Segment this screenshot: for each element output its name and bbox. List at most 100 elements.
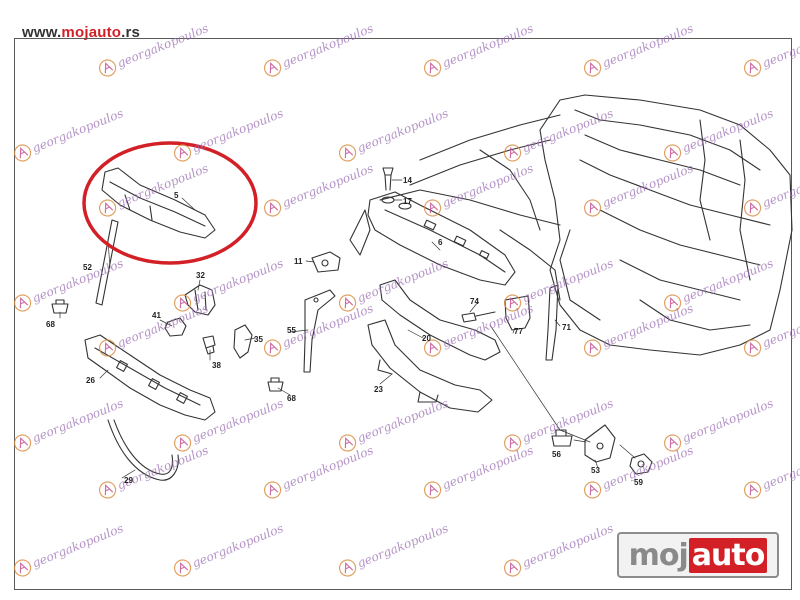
watermark-emblem-icon <box>503 559 522 577</box>
watermark-emblem-icon <box>503 294 522 312</box>
watermark-emblem-icon <box>13 559 32 577</box>
watermark-text: georgakopoulos <box>680 106 775 155</box>
highlight-circle <box>82 141 258 265</box>
part-23-lower-support <box>367 319 493 413</box>
watermark-figure-icon <box>344 561 354 574</box>
watermark-figure-icon <box>344 146 354 159</box>
watermark-figure-icon <box>179 561 189 574</box>
watermark-figure-icon <box>344 296 354 309</box>
part-11-bracket <box>311 251 341 273</box>
part-68-bolt-right <box>267 377 284 392</box>
watermark-stamp: georgakopoulos <box>663 106 775 162</box>
watermark-emblem-icon <box>263 199 282 217</box>
watermark-stamp: georgakopoulos <box>503 396 615 452</box>
watermark-text: georgakopoulos <box>115 21 210 70</box>
watermark-text: georgakopoulos <box>760 301 800 350</box>
watermark-figure-icon <box>429 61 439 74</box>
watermark-emblem-icon <box>338 559 357 577</box>
watermark-text: georgakopoulos <box>355 396 450 445</box>
watermark-figure-icon <box>19 436 29 449</box>
watermark-stamp: georgakopoulos <box>663 396 775 452</box>
watermark-text: georgakopoulos <box>600 443 695 492</box>
watermark-text: georgakopoulos <box>355 256 450 305</box>
watermark-text: georgakopoulos <box>520 256 615 305</box>
watermark-emblem-icon <box>583 59 602 77</box>
watermark-text: georgakopoulos <box>115 301 210 350</box>
watermark-emblem-icon <box>503 434 522 452</box>
watermark-text: georgakopoulos <box>440 21 535 70</box>
part-20-support-arm <box>379 279 501 361</box>
logo-part-2: auto <box>688 537 768 573</box>
watermark-figure-icon <box>104 201 114 214</box>
part-55-bracket <box>303 289 336 373</box>
watermark-figure-icon <box>749 61 759 74</box>
watermark-emblem-icon <box>338 294 357 312</box>
watermark-stamp: georgakopoulos <box>13 256 125 312</box>
part-label-38: 38 <box>212 361 221 370</box>
watermark-figure-icon <box>669 296 679 309</box>
watermark-figure-icon <box>19 146 29 159</box>
site-url-brand: mojauto <box>61 24 122 41</box>
watermark-emblem-icon <box>173 559 192 577</box>
part-label-56: 56 <box>552 450 561 459</box>
watermark-stamp: georgakopoulos <box>13 521 125 577</box>
watermark-emblem-icon <box>663 144 682 162</box>
watermark-text: georgakopoulos <box>280 21 375 70</box>
part-label-59: 59 <box>634 478 643 487</box>
watermark-figure-icon <box>429 201 439 214</box>
watermark-emblem-icon <box>743 59 762 77</box>
site-url: www.mojauto.rs <box>22 24 140 41</box>
watermark-stamp: georgakopoulos <box>503 521 615 577</box>
watermark-text: georgakopoulos <box>680 256 775 305</box>
part-label-32: 32 <box>196 271 205 280</box>
watermark-stamp: georgakopoulos <box>338 396 450 452</box>
part-label-5: 5 <box>174 191 179 200</box>
part-label-55: 55 <box>287 326 296 335</box>
watermark-emblem-icon <box>173 294 192 312</box>
watermark-emblem-icon <box>583 339 602 357</box>
part-38-bolt <box>202 335 216 355</box>
part-label-26: 26 <box>86 376 95 385</box>
watermark-figure-icon <box>509 436 519 449</box>
watermark-figure-icon <box>589 341 599 354</box>
watermark-stamp: georgakopoulos <box>173 106 285 162</box>
watermark-figure-icon <box>104 341 114 354</box>
watermark-stamp: georgakopoulos <box>13 106 125 162</box>
watermark-emblem-icon <box>423 59 442 77</box>
watermark-emblem-icon <box>263 481 282 499</box>
part-label-11: 11 <box>294 257 303 266</box>
watermark-stamp: georgakopoulos <box>338 256 450 312</box>
site-url-suffix: .rs <box>121 24 141 41</box>
watermark-figure-icon <box>509 296 519 309</box>
watermark-emblem-icon <box>98 59 117 77</box>
watermark-stamp: georgakopoulos <box>743 301 800 357</box>
watermark-text: georgakopoulos <box>355 106 450 155</box>
watermark-emblem-icon <box>663 294 682 312</box>
part-label-68a: 68 <box>46 320 55 329</box>
watermark-figure-icon <box>589 201 599 214</box>
watermark-emblem-icon <box>583 481 602 499</box>
watermark-text: georgakopoulos <box>600 301 695 350</box>
watermark-text: georgakopoulos <box>520 521 615 570</box>
part-label-29: 29 <box>124 476 133 485</box>
watermark-text: georgakopoulos <box>760 161 800 210</box>
watermark-figure-icon <box>104 61 114 74</box>
watermark-figure-icon <box>179 146 189 159</box>
watermark-text: georgakopoulos <box>680 396 775 445</box>
watermark-text: georgakopoulos <box>190 106 285 155</box>
part-35-gasket <box>233 324 253 359</box>
watermark-stamp: georgakopoulos <box>263 161 375 217</box>
watermark-emblem-icon <box>583 199 602 217</box>
watermark-figure-icon <box>429 483 439 496</box>
part-label-53: 53 <box>591 466 600 475</box>
watermark-emblem-icon <box>503 144 522 162</box>
watermark-figure-icon <box>749 483 759 496</box>
watermark-figure-icon <box>749 341 759 354</box>
watermark-text: georgakopoulos <box>355 521 450 570</box>
part-5-front-apron <box>101 167 216 239</box>
part-label-71: 71 <box>562 323 571 332</box>
watermark-emblem-icon <box>98 339 117 357</box>
watermark-emblem-icon <box>423 199 442 217</box>
